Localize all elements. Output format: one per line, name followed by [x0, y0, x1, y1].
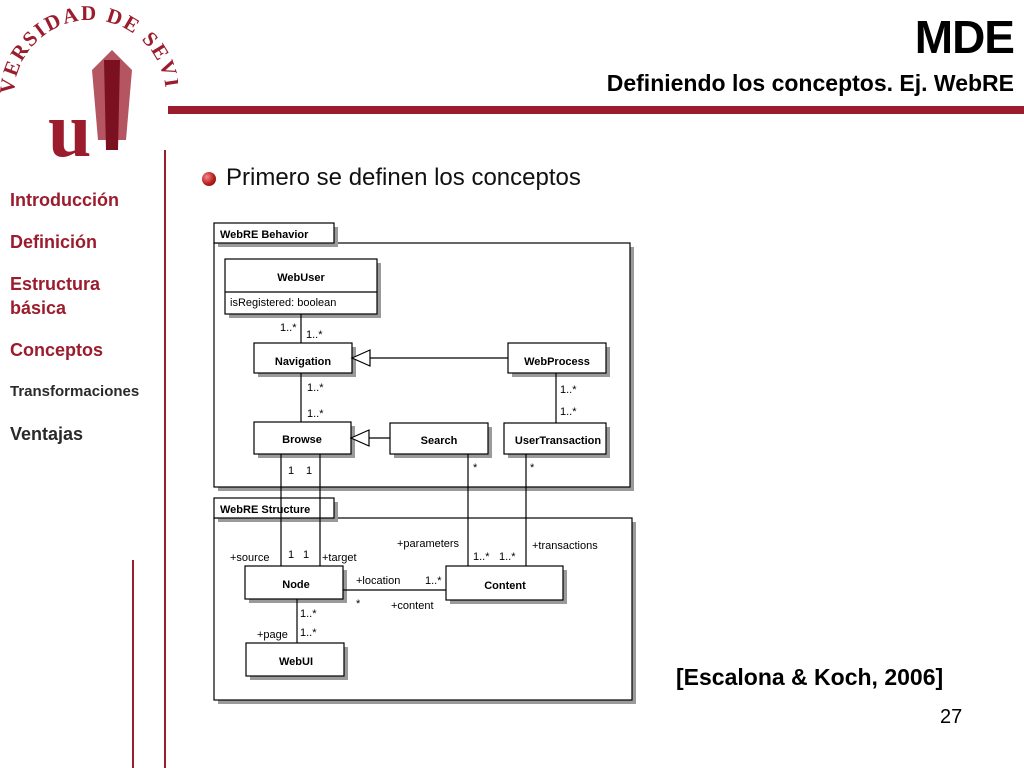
class-search-label: Search — [421, 435, 458, 447]
role-label: +content — [391, 600, 434, 612]
multiplicity-label: 1..* — [560, 406, 577, 418]
class-webuser — [224, 258, 378, 315]
sidebar-divider — [164, 150, 166, 768]
class-webprocess — [507, 342, 607, 374]
class-usertransaction — [503, 422, 607, 455]
role-label: +source — [230, 552, 269, 564]
class-webprocess-label: WebProcess — [524, 356, 590, 368]
multiplicity-label: 1..* — [300, 627, 317, 639]
multiplicity-label: 1..* — [280, 322, 297, 334]
class-navigation-label: Navigation — [275, 356, 332, 368]
multiplicity-label: 1..* — [307, 382, 324, 394]
multiplicity-label: 1 — [306, 465, 312, 477]
class-search — [389, 422, 489, 455]
bullet-icon — [202, 172, 216, 186]
multiplicity-label: 1..* — [425, 575, 442, 587]
multiplicity-label: 1..* — [300, 608, 317, 620]
sidebar-accent-line — [132, 560, 134, 768]
multiplicity-label: 1 — [303, 549, 309, 561]
package-structure-label: WebRE Structure — [220, 504, 310, 516]
sidebar-item-transformaciones[interactable]: Transformaciones — [10, 383, 140, 400]
class-content-label: Content — [484, 580, 526, 592]
multiplicity-label: 1..* — [499, 551, 516, 563]
package-behavior-tab — [213, 222, 335, 244]
role-label: +parameters — [397, 538, 460, 550]
class-webuser-attribute: isRegistered: boolean — [230, 297, 336, 309]
sidebar-item-conceptos[interactable]: Conceptos — [10, 340, 104, 360]
multiplicity-label: 1..* — [560, 384, 577, 396]
sidebar-item-definicion[interactable]: Definición — [10, 232, 98, 252]
class-node — [244, 565, 344, 600]
bullet-text: Primero se definen los conceptos — [226, 164, 581, 191]
page-subtitle: Definiendo los conceptos. Ej. WebRE — [606, 70, 1014, 96]
class-webui-label: WebUI — [279, 656, 313, 668]
svg-text:u: u — [48, 86, 91, 164]
sidebar-item-ventajas[interactable]: Ventajas — [10, 424, 84, 444]
multiplicity-label: * — [473, 462, 478, 474]
multiplicity-label: 1..* — [307, 408, 324, 420]
university-logo: UNIVERSIDAD DE SEVILLA u — [0, 0, 178, 164]
role-label: +transactions — [532, 540, 598, 552]
sidebar-item-introduccion[interactable]: Introducción — [10, 190, 119, 210]
role-label: +page — [257, 629, 288, 641]
package-behavior-label: WebRE Behavior — [220, 229, 309, 241]
class-usertransaction-label: UserTransaction — [515, 435, 601, 447]
class-navigation — [253, 342, 353, 374]
role-label: +location — [356, 575, 400, 587]
class-content — [445, 565, 564, 601]
multiplicity-label: 1 — [288, 549, 294, 561]
package-structure-tab — [213, 497, 335, 519]
class-webuser-label: WebUser — [277, 272, 325, 284]
page-title: MDE — [914, 11, 1015, 63]
sidebar-item-estructura-basica[interactable]: Estructura básica — [10, 274, 101, 318]
multiplicity-label: * — [356, 598, 361, 610]
multiplicity-label: 1..* — [473, 551, 490, 563]
multiplicity-label: * — [530, 462, 535, 474]
class-node-label: Node — [282, 579, 310, 591]
page-number: 27 — [940, 706, 963, 728]
class-browse-label: Browse — [282, 434, 322, 446]
role-label: +target — [322, 552, 357, 564]
citation: [Escalona & Koch, 2006] — [676, 664, 944, 690]
multiplicity-label: 1 — [288, 465, 294, 477]
class-webui — [245, 642, 345, 677]
class-browse — [253, 421, 352, 455]
header-divider — [168, 106, 1024, 114]
sidebar-nav: Introducción Definición Estructura básic… — [10, 188, 160, 464]
multiplicity-label: 1..* — [306, 329, 323, 341]
